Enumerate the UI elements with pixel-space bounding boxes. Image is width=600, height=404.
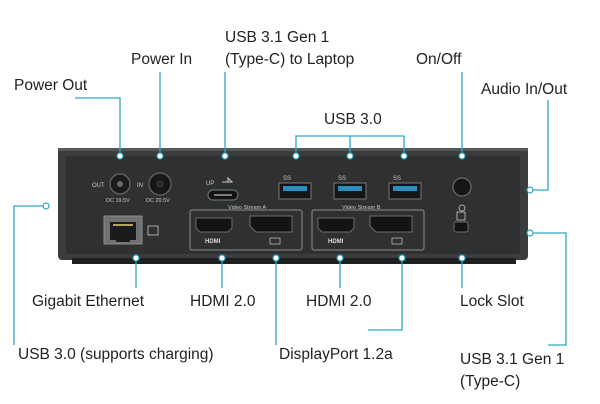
power-button-icon <box>452 177 472 212</box>
leader-audio <box>528 100 549 191</box>
label-lock: Lock Slot <box>460 293 524 310</box>
label-hdmi-b: HDMI 2.0 <box>306 293 372 310</box>
out-label: OUT <box>92 183 105 189</box>
label-gigabit: Gigabit Ethernet <box>32 293 145 310</box>
leader-usb31-typec <box>530 232 567 346</box>
label-usb30-charging: USB 3.0 (supports charging) <box>18 346 214 363</box>
label-on-off: On/Off <box>416 51 462 68</box>
power-in-jack-icon <box>148 172 172 196</box>
ss-label-1: SS <box>283 176 291 182</box>
stream-b-label: Video Stream B <box>342 205 381 211</box>
leader-power-out <box>75 97 121 156</box>
lock-slot-icon <box>453 211 469 233</box>
dc-out-label: DC 19.5V <box>106 198 130 204</box>
label-hdmi-a: HDMI 2.0 <box>190 293 256 310</box>
label-usb31-laptop-line1: USB 3.1 Gen 1 <box>225 29 330 46</box>
stream-a-label: Video Stream A <box>228 205 266 211</box>
leader-lines <box>13 72 567 346</box>
docking-station: OUT DC 19.5V IN DC 20.5V UP SS SS <box>58 148 528 264</box>
label-usb31-typec-line1: USB 3.1 Gen 1 <box>460 351 565 368</box>
usb-a-port-icon <box>388 182 422 200</box>
hdmi-port-icon <box>195 217 233 233</box>
label-audio: Audio In/Out <box>481 81 568 98</box>
usb-a-port-icon <box>333 182 367 200</box>
usb-c-port-icon <box>207 189 239 201</box>
leader-endpoints <box>42 152 534 262</box>
ss-label-3: SS <box>393 176 401 182</box>
label-usb31-typec-line2: (Type-C) <box>460 373 521 390</box>
hdmi-port-icon <box>317 217 355 233</box>
label-usb30: USB 3.0 <box>324 111 382 128</box>
displayport-icon <box>369 215 413 233</box>
usb-a-port-icon <box>278 182 312 200</box>
dc-in-label: DC 20.5V <box>146 198 170 204</box>
ss-label-2: SS <box>338 176 346 182</box>
displayport-icon <box>249 215 293 233</box>
ethernet-port-icon <box>103 215 143 245</box>
label-displayport: DisplayPort 1.2a <box>279 346 393 363</box>
label-usb31-laptop-line2: (Type-C) to Laptop <box>225 51 355 68</box>
in-label: IN <box>137 183 143 189</box>
label-power-in: Power In <box>131 51 193 68</box>
hdmi-small-a: HDMI <box>205 239 221 245</box>
label-power-out: Power Out <box>14 77 88 94</box>
up-label: UP <box>206 181 214 187</box>
power-out-jack-icon <box>109 173 131 195</box>
leader-usb30-charging <box>13 205 46 345</box>
hdmi-small-b: HDMI <box>328 239 344 245</box>
leader-dp-b <box>368 258 403 331</box>
